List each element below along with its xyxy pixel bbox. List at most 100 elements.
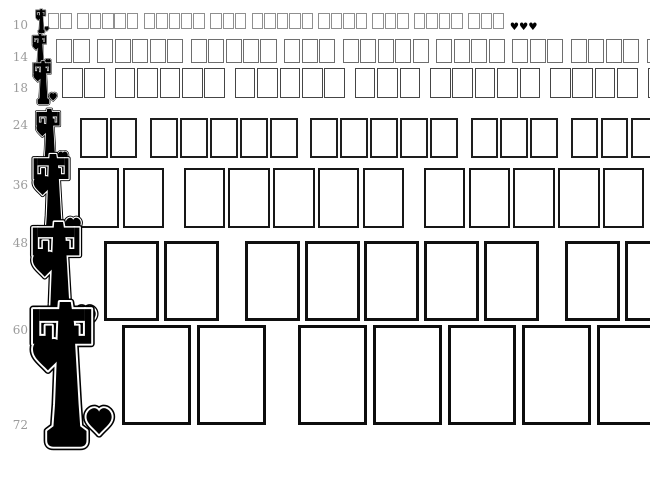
font-size-label: 18 <box>12 81 28 95</box>
word-jumps <box>342 39 430 63</box>
missing-glyph-box <box>623 39 640 63</box>
missing-glyph-box <box>257 68 278 98</box>
missing-glyph-box <box>480 12 492 30</box>
word-quick <box>114 68 227 98</box>
missing-glyph-box <box>617 68 638 98</box>
missing-glyph-box <box>426 12 438 30</box>
font-size-label: 14 <box>12 50 28 64</box>
missing-glyph-box <box>646 39 650 63</box>
missing-glyph-box <box>193 12 205 30</box>
missing-glyph-box <box>163 241 219 321</box>
word-brown <box>143 12 206 30</box>
missing-glyph-box <box>196 325 266 425</box>
missing-glyph-box <box>48 12 60 30</box>
missing-glyph-box <box>73 39 90 63</box>
missing-glyph-box <box>372 325 442 425</box>
missing-glyph-box <box>77 12 89 30</box>
missing-glyph-box <box>78 168 120 228</box>
missing-glyph-box <box>530 118 558 158</box>
missing-glyph-box <box>647 68 650 98</box>
missing-glyph-box <box>149 39 166 63</box>
missing-glyph-box <box>588 39 605 63</box>
missing-glyph-box <box>84 68 106 98</box>
missing-glyph-box <box>180 12 193 30</box>
missing-glyph-box <box>423 168 465 228</box>
missing-glyph-box <box>126 12 139 30</box>
missing-glyph-box <box>222 12 235 30</box>
missing-glyph-box <box>310 118 338 158</box>
missing-glyph-box <box>166 39 184 63</box>
missing-glyph-box <box>168 12 180 30</box>
missing-glyph-box <box>190 39 207 63</box>
font-size-label: 48 <box>12 236 28 250</box>
missing-glyph-box <box>452 68 473 98</box>
missing-glyph-box <box>243 39 260 63</box>
word-quick <box>183 168 408 228</box>
missing-glyph-box <box>549 68 571 98</box>
missing-glyph-box <box>56 39 73 63</box>
missing-glyph-box <box>240 118 268 158</box>
missing-glyph-box <box>80 118 108 158</box>
missing-glyph-box <box>360 39 377 63</box>
missing-glyph-box <box>355 12 368 30</box>
missing-glyph-box <box>429 68 451 98</box>
missing-glyph-box <box>210 12 222 30</box>
font-size-label: 24 <box>12 118 28 132</box>
missing-glyph-box <box>318 12 330 30</box>
missing-glyph-box <box>132 39 149 63</box>
word-over <box>318 12 368 30</box>
missing-glyph-box <box>370 118 398 158</box>
missing-glyph-box <box>244 241 300 321</box>
missing-glyph-box <box>330 12 343 30</box>
missing-glyph-box <box>208 39 225 63</box>
missing-glyph-box <box>324 68 346 98</box>
missing-glyph-box <box>414 12 426 30</box>
missing-glyph-box <box>204 68 226 98</box>
word-dog <box>468 12 505 30</box>
word-fox <box>470 118 561 158</box>
missing-glyph-box <box>273 168 315 228</box>
missing-glyph-box <box>529 39 546 63</box>
missing-glyph-box <box>468 12 480 30</box>
missing-glyph-box <box>302 68 323 98</box>
missing-glyph-box <box>343 12 355 30</box>
dagger-t-glyph <box>22 302 115 451</box>
missing-glyph-box <box>400 118 428 158</box>
missing-glyph-box <box>210 118 238 158</box>
missing-glyph-box <box>228 168 270 228</box>
missing-glyph-box <box>182 68 203 98</box>
missing-glyph-box <box>605 39 622 63</box>
missing-glyph-box <box>570 118 599 158</box>
missing-glyph-box <box>62 68 83 98</box>
word-the <box>78 168 168 228</box>
missing-glyph-box <box>97 39 114 63</box>
word-quick <box>77 12 139 30</box>
missing-glyph-box <box>114 12 126 30</box>
word-the <box>80 118 140 158</box>
missing-glyph-box <box>122 325 191 425</box>
word-brown <box>190 39 278 63</box>
word-lazy <box>570 39 641 63</box>
missing-glyph-box <box>104 241 160 321</box>
missing-glyph-box <box>424 241 480 321</box>
missing-glyph-box <box>630 118 650 158</box>
missing-glyph-box <box>572 68 594 98</box>
word-jumps <box>570 118 650 158</box>
missing-glyph-box <box>150 118 178 158</box>
dagger-t-glyph <box>35 8 50 34</box>
missing-glyph-box <box>89 12 102 30</box>
missing-glyph-box <box>470 118 499 158</box>
missing-glyph-box <box>109 118 138 158</box>
missing-glyph-box <box>451 12 463 30</box>
missing-glyph-box <box>512 39 529 63</box>
missing-glyph-box <box>438 12 451 30</box>
word-the <box>647 68 650 98</box>
missing-glyph-box <box>594 68 616 98</box>
missing-glyph-box <box>122 168 165 228</box>
missing-glyph-box <box>362 168 405 228</box>
missing-glyph-box <box>159 68 181 98</box>
missing-glyph-box <box>60 12 72 30</box>
missing-glyph-box <box>102 12 114 30</box>
missing-glyph-box <box>143 12 156 30</box>
missing-glyph-box <box>597 325 650 425</box>
